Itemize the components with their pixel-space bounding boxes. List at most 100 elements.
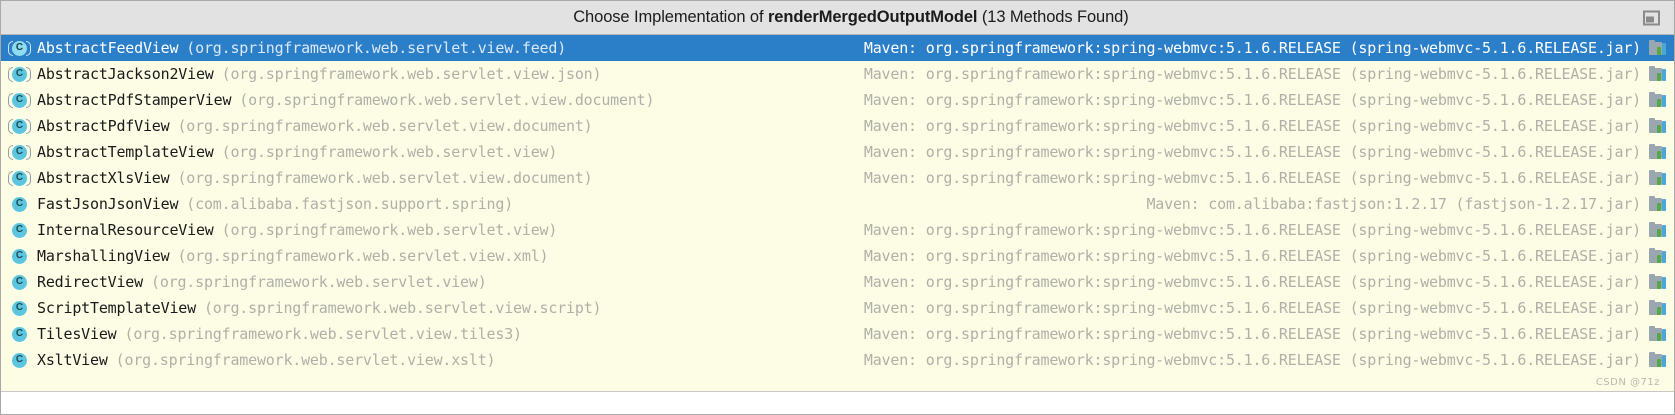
maven-library-icon <box>1649 352 1668 368</box>
list-item-location: Maven: org.springframework:spring-webmvc… <box>850 351 1668 369</box>
restore-window-icon[interactable] <box>1643 10 1660 25</box>
abstract-class-icon: C <box>8 40 31 57</box>
maven-coordinate-text: Maven: org.springframework:spring-webmvc… <box>863 143 1641 161</box>
class-name: ScriptTemplateView <box>37 299 196 317</box>
dialog-footer <box>1 391 1674 414</box>
class-glyph: C <box>12 352 27 368</box>
list-item-location: Maven: org.springframework:spring-webmvc… <box>850 247 1668 265</box>
maven-coordinate-text: Maven: org.springframework:spring-webmvc… <box>863 117 1641 135</box>
dialog-title-prefix: Choose Implementation of <box>573 8 768 26</box>
list-item-identity: C AbstractPdfStamperView (org.springframew… <box>8 91 655 109</box>
class-glyph: C <box>12 144 27 160</box>
list-item-location: Maven: org.springframework:spring-webmvc… <box>850 299 1668 317</box>
list-item-location: Maven: org.springframework:spring-webmvc… <box>850 91 1668 109</box>
abstract-class-icon: C <box>8 144 31 161</box>
dialog-title: Choose Implementation of renderMergedOut… <box>546 0 1129 46</box>
list-item-location: Maven: org.springframework:spring-webmvc… <box>850 273 1668 291</box>
maven-library-icon <box>1649 274 1668 290</box>
maven-coordinate-text: Maven: org.springframework:spring-webmvc… <box>863 39 1641 57</box>
list-item-identity: C MarshallingView (org.springframework.web… <box>9 247 549 265</box>
list-item-location: Maven: org.springframework:spring-webmvc… <box>850 117 1668 135</box>
list-item-location: Maven: org.springframework:spring-webmvc… <box>850 39 1668 57</box>
class-name: MarshallingView <box>37 247 170 265</box>
class-name: AbstractFeedView <box>37 39 179 57</box>
list-item-location: Maven: org.springframework:spring-webmvc… <box>850 65 1668 83</box>
class-name: InternalResourceView <box>37 221 214 239</box>
class-name: TilesView <box>37 325 117 343</box>
class-name: AbstractPdfStamperView <box>37 91 232 109</box>
maven-library-icon <box>1649 196 1668 212</box>
class-name: XsltView <box>37 351 108 369</box>
abstract-class-icon: C <box>8 66 31 83</box>
class-icon: C <box>9 274 30 291</box>
list-item[interactable]: C MarshallingView (org.springframework.web… <box>1 243 1674 269</box>
list-item-identity: C AbstractFeedView (org.springframework.we… <box>8 39 567 57</box>
dialog-titlebar: Choose Implementation of renderMergedOut… <box>1 1 1674 35</box>
class-name: AbstractPdfView <box>37 117 170 135</box>
maven-library-icon <box>1649 40 1668 56</box>
class-package: (org.springframework.web.servlet.view) <box>221 143 558 161</box>
maven-library-icon <box>1649 118 1668 134</box>
maven-coordinate-text: Maven: org.springframework:spring-webmvc… <box>863 169 1641 187</box>
class-glyph: C <box>12 326 27 342</box>
class-glyph: C <box>12 274 27 290</box>
class-package: (org.springframework.web.servlet.view.do… <box>239 91 655 109</box>
abstract-class-icon: C <box>8 170 31 187</box>
list-item-identity: C TilesView (org.springframework.web.servl… <box>9 325 522 343</box>
maven-library-icon <box>1649 92 1668 108</box>
abstract-class-icon: C <box>8 118 31 135</box>
class-glyph: C <box>12 92 27 108</box>
list-item[interactable]: C FastJsonJsonView (com.alibaba.fastjson.s… <box>1 191 1674 217</box>
maven-coordinate-text: Maven: org.springframework:spring-webmvc… <box>863 65 1641 83</box>
class-icon: C <box>9 196 30 213</box>
class-package: (org.springframework.web.servlet.view.ti… <box>124 325 522 343</box>
list-item[interactable]: C AbstractFeedView (org.springframework.we… <box>1 35 1674 61</box>
class-name: AbstractTemplateView <box>37 143 214 161</box>
maven-library-icon <box>1649 170 1668 186</box>
class-package: (org.springframework.web.servlet.view.do… <box>177 169 593 187</box>
list-item-location: Maven: com.alibaba:fastjson:1.2.17 (fast… <box>1132 195 1668 213</box>
class-glyph: C <box>12 40 27 56</box>
list-item[interactable]: C TilesView (org.springframework.web.servl… <box>1 321 1674 347</box>
maven-coordinate-text: Maven: org.springframework:spring-webmvc… <box>863 221 1641 239</box>
class-glyph: C <box>12 248 27 264</box>
abstract-class-icon: C <box>8 92 31 109</box>
maven-coordinate-text: Maven: org.springframework:spring-webmvc… <box>863 351 1641 369</box>
class-package: (com.alibaba.fastjson.support.spring) <box>186 195 514 213</box>
implementation-list[interactable]: C AbstractFeedView (org.springframework.we… <box>1 35 1674 391</box>
list-item[interactable]: C AbstractPdfStamperView (org.springframew… <box>1 87 1674 113</box>
list-item[interactable]: C AbstractPdfView (org.springframework.web… <box>1 113 1674 139</box>
list-item-location: Maven: org.springframework:spring-webmvc… <box>850 221 1668 239</box>
list-item[interactable]: C AbstractTemplateView (org.springframewor… <box>1 139 1674 165</box>
class-glyph: C <box>12 66 27 82</box>
class-package: (org.springframework.web.servlet.view.xm… <box>177 247 549 265</box>
maven-coordinate-text: Maven: org.springframework:spring-webmvc… <box>863 247 1641 265</box>
class-package: (org.springframework.web.servlet.view.fe… <box>186 39 567 57</box>
class-glyph: C <box>12 300 27 316</box>
class-package: (org.springframework.web.servlet.view.do… <box>177 117 593 135</box>
class-name: AbstractJackson2View <box>37 65 214 83</box>
maven-coordinate-text: Maven: org.springframework:spring-webmvc… <box>863 91 1641 109</box>
list-item-identity: C FastJsonJsonView (com.alibaba.fastjson.s… <box>9 195 513 213</box>
class-name: FastJsonJsonView <box>37 195 179 213</box>
list-item-identity: C AbstractPdfView (org.springframework.web… <box>8 117 593 135</box>
dialog-title-symbol: renderMergedOutputModel <box>767 8 978 26</box>
list-item-location: Maven: org.springframework:spring-webmvc… <box>850 143 1668 161</box>
maven-library-icon <box>1649 144 1668 160</box>
maven-coordinate-text: Maven: org.springframework:spring-webmvc… <box>863 273 1641 291</box>
class-icon: C <box>9 300 30 317</box>
maven-coordinate-text: Maven: org.springframework:spring-webmvc… <box>863 299 1641 317</box>
list-item-location: Maven: org.springframework:spring-webmvc… <box>850 325 1668 343</box>
list-item-location: Maven: org.springframework:spring-webmvc… <box>850 169 1668 187</box>
